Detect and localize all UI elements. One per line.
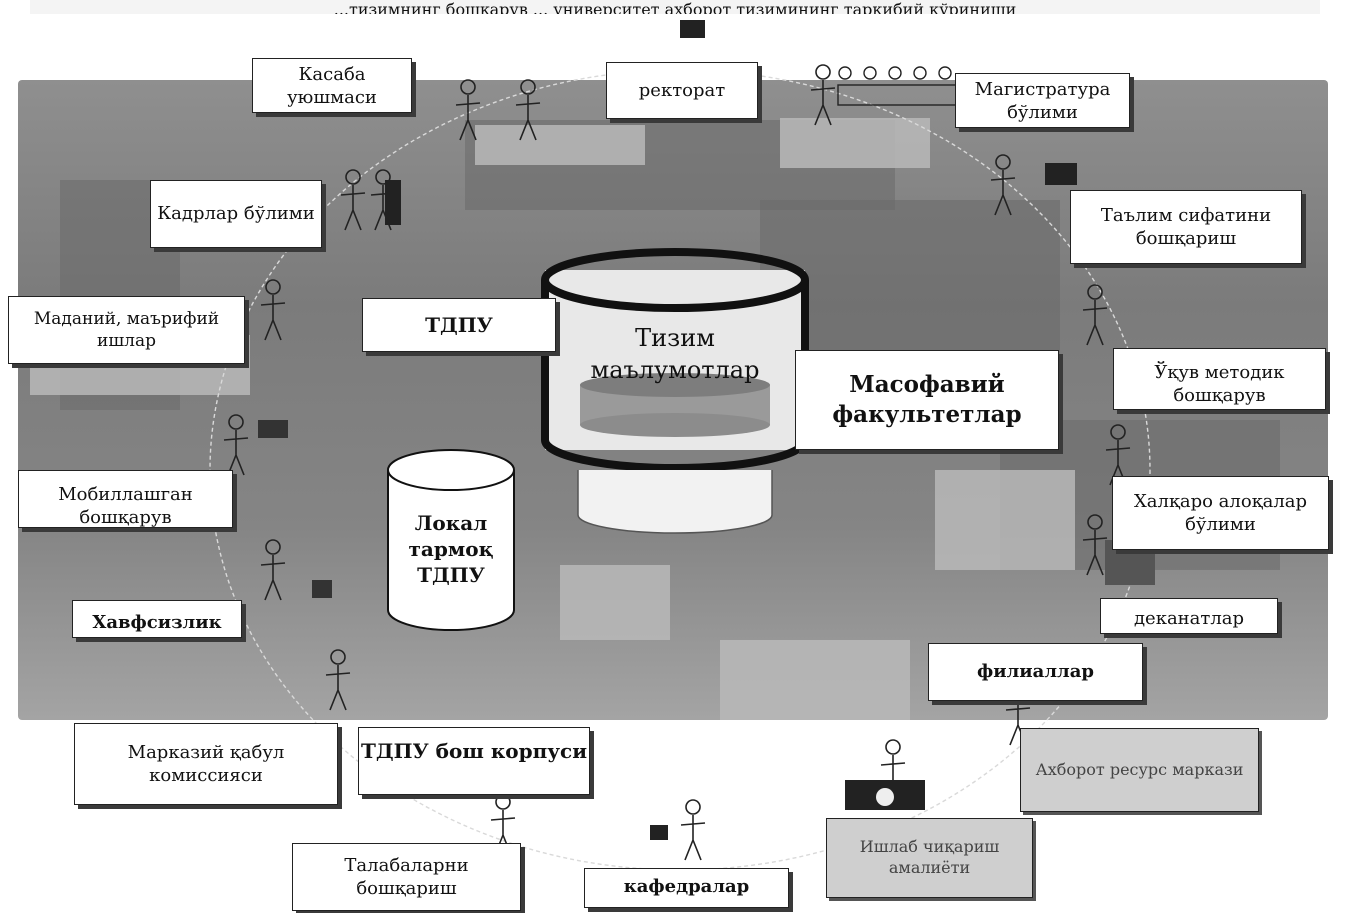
- node-ishlab-chiqarish: Ишлаб чиқариш амалиёти: [826, 818, 1033, 898]
- node-kasaba-label: Касаба уюшмаси: [287, 64, 377, 109]
- node-magistratura: Магистратура бўлими: [955, 73, 1130, 128]
- briefcase-icon: [258, 420, 288, 438]
- node-rektorat: ректорат: [606, 62, 758, 119]
- figure-prop: [385, 180, 401, 225]
- people-figure: [370, 169, 396, 231]
- node-kadrlar: Кадрлар бўлими: [150, 180, 322, 248]
- node-tdpu-left: ТДПУ: [362, 298, 556, 352]
- node-kafedralar: кафедралар: [584, 868, 789, 908]
- book-icon: [650, 825, 668, 840]
- node-filiallar: филиаллар: [928, 643, 1143, 701]
- node-ukuv-metodik: Ўқув методик бошқарув: [1113, 348, 1326, 410]
- node-axborot-resurs-label: Ахборот ресурс маркази: [1035, 759, 1244, 779]
- node-magistratura-label: Магистратура бўлими: [974, 79, 1111, 124]
- people-figure: [880, 739, 906, 801]
- node-tdpu-korpus: ТДПУ бош корпуси: [358, 727, 590, 795]
- node-talabalar-label: Талабаларни бошқариш: [344, 854, 469, 899]
- node-masofaviy-label: Масофавий факультетлар: [832, 371, 1022, 428]
- people-figure: [223, 414, 249, 476]
- database-title-text: Тизим маълумотлар базаси: [590, 324, 760, 392]
- node-kasaba: Касаба уюшмаси: [252, 58, 412, 113]
- people-figure: [490, 794, 516, 856]
- node-kafedralar-label: кафедралар: [623, 876, 750, 897]
- machine-dial-icon: [876, 788, 894, 806]
- header-fragment: ...тизимнинг бошқарув ... университет ах…: [30, 0, 1320, 14]
- people-figure: [810, 64, 836, 126]
- node-axborot-resurs: Ахборот ресурс маркази: [1020, 728, 1259, 812]
- people-figure: [260, 539, 286, 601]
- people-figure: [1082, 284, 1108, 346]
- people-figure: [1105, 424, 1131, 486]
- node-mobil: Мобиллашган бошқарув: [18, 470, 233, 528]
- database-cylinder: [541, 248, 809, 534]
- background-ghost-box: [935, 470, 1075, 570]
- chart-icon: [1045, 163, 1077, 185]
- people-figure: [680, 799, 706, 861]
- node-tdpu-korpus-label: ТДПУ бош корпуси: [360, 739, 588, 763]
- node-masofaviy: Масофавий факультетлар: [795, 350, 1059, 450]
- node-kadrlar-label: Кадрлар бўлими: [157, 203, 315, 225]
- node-madaniy: Маданий, маърифий ишлар: [8, 296, 245, 364]
- node-xavfsizlik-label: Хавфсизлик: [92, 612, 222, 633]
- house-icon: [312, 580, 332, 598]
- node-xalqaro-label: Халқаро алоқалар бўлими: [1133, 490, 1308, 535]
- people-figure: [455, 79, 481, 141]
- node-mobil-label: Мобиллашган бошқарув: [58, 484, 193, 528]
- people-figure: [990, 154, 1016, 216]
- node-ukuv-metodik-label: Ўқув методик бошқарув: [1154, 362, 1285, 407]
- background-ghost-box: [780, 118, 930, 168]
- node-dekanatlar: деканатлар: [1100, 598, 1278, 634]
- local-network-label: Локал тармоқ ТДПУ: [398, 510, 504, 588]
- node-talabalar: Талабаларни бошқариш: [292, 843, 521, 911]
- node-ishlab-chiqarish-label: Ишлаб чиқариш амалиёти: [859, 837, 1000, 877]
- podium-icon: [680, 20, 705, 38]
- people-figure: [260, 279, 286, 341]
- audience-icon: [837, 66, 959, 106]
- node-xavfsizlik: Хавфсизлик: [72, 600, 242, 638]
- people-figure: [1082, 514, 1108, 576]
- people-figure: [340, 169, 366, 231]
- background-ghost-box: [720, 640, 910, 720]
- local-network-cylinder: [387, 449, 515, 631]
- node-talim-sifat: Таълим сифатини бошқариш: [1070, 190, 1302, 264]
- node-filiallar-label: филиаллар: [977, 661, 1094, 683]
- node-rektorat-label: ректорат: [638, 79, 726, 101]
- background-ghost-box: [560, 565, 670, 640]
- people-figure: [325, 649, 351, 711]
- node-tdpu-left-label: ТДПУ: [425, 313, 493, 337]
- node-dekanatlar-label: деканатлар: [1133, 608, 1245, 629]
- database-title: Тизим маълумотлар базаси: [585, 322, 765, 392]
- people-figure: [515, 79, 541, 141]
- node-madaniy-label: Маданий, маърифий ишлар: [33, 308, 220, 351]
- node-xalqaro: Халқаро алоқалар бўлими: [1112, 476, 1329, 550]
- local-network-text: Локал тармоқ ТДПУ: [408, 511, 494, 587]
- node-markaziy-qabul-label: Марказий қабул комиссияси: [127, 741, 285, 786]
- node-talim-sifat-label: Таълим сифатини бошқариш: [1100, 204, 1272, 249]
- node-markaziy-qabul: Марказий қабул комиссияси: [74, 723, 338, 805]
- background-ghost-box: [475, 125, 645, 165]
